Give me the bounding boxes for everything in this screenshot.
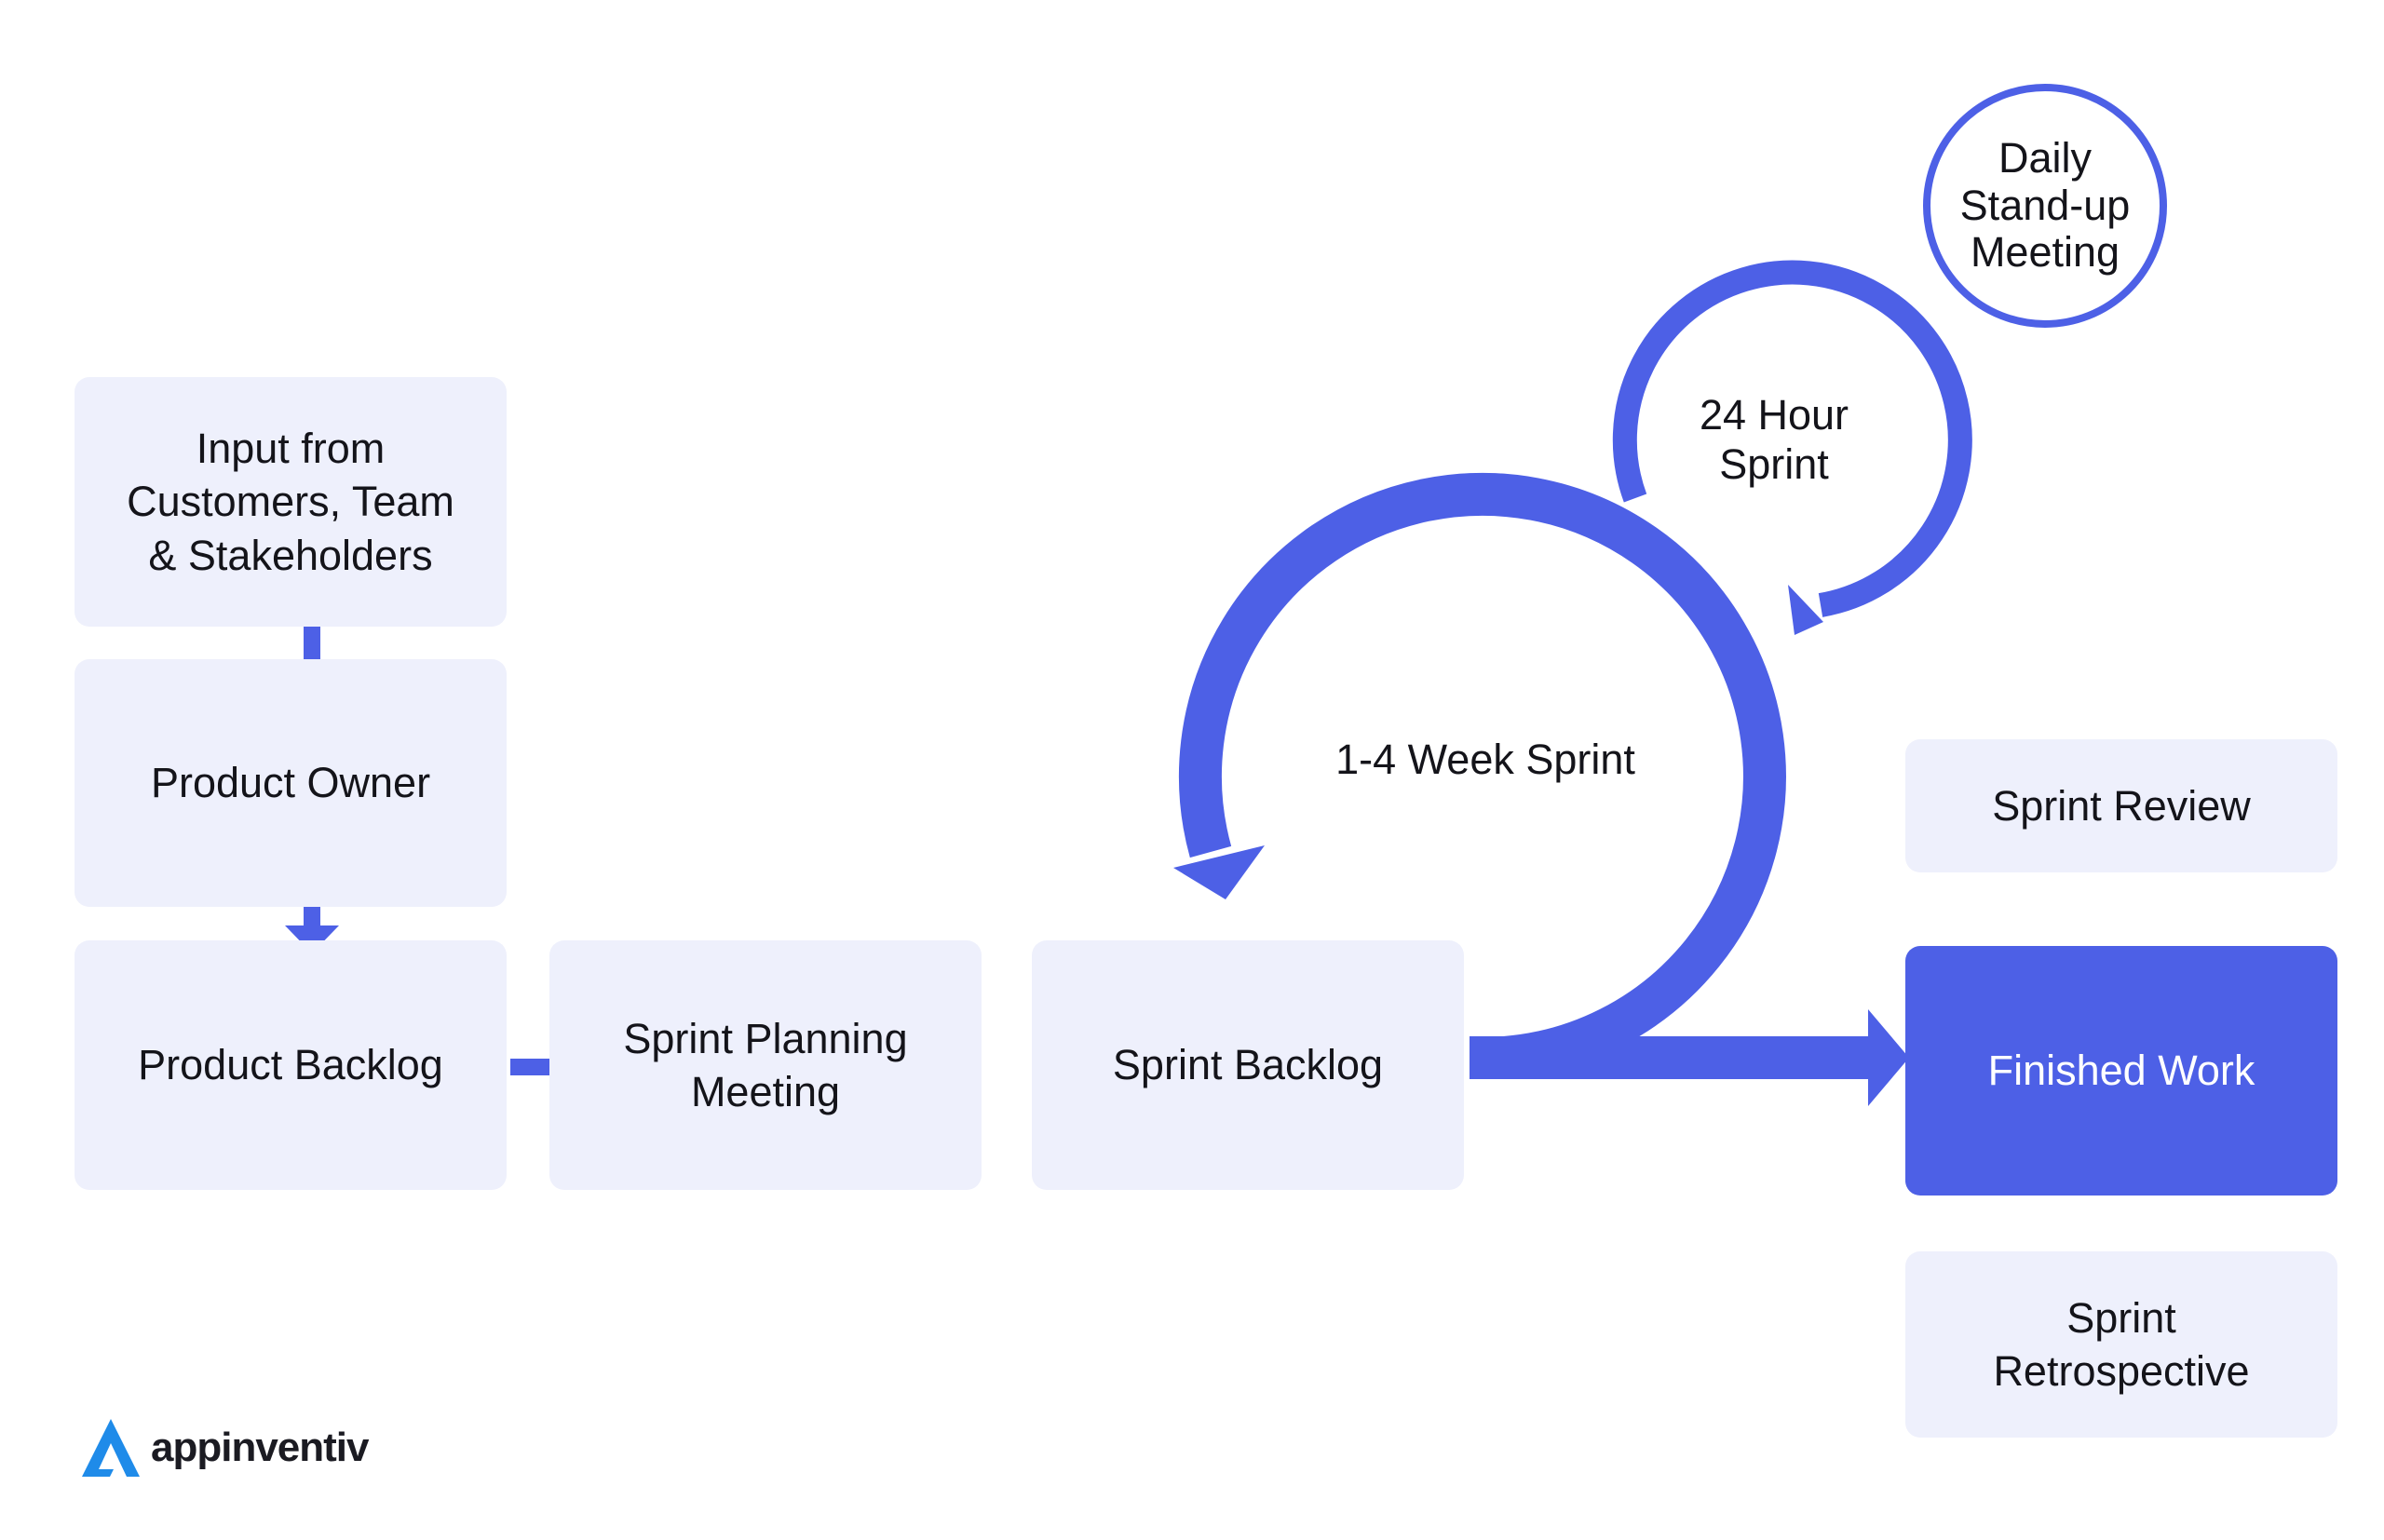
week-sprint-loop-arrow: [1173, 472, 1909, 1106]
appinventiv-logo-icon: [82, 1419, 140, 1477]
hour-sprint-label: 24 Hour Sprint: [1699, 391, 1849, 488]
daily-standup-circle: Daily Stand-up Meeting: [1923, 84, 2167, 328]
appinventiv-logo: appinventiv: [78, 1415, 369, 1480]
week-sprint-label: 1-4 Week Sprint: [1335, 736, 1635, 783]
node-sprint-backlog: Sprint Backlog: [1032, 940, 1464, 1190]
node-sprint-review-label: Sprint Review: [1992, 781, 2251, 830]
node-product-owner: Product Owner: [74, 659, 507, 907]
node-sprint-retrospective: Sprint Retrospective: [1905, 1251, 2337, 1438]
node-product-backlog-label: Product Backlog: [138, 1041, 443, 1089]
node-product-backlog: Product Backlog: [74, 940, 507, 1190]
node-sprint-backlog-label: Sprint Backlog: [1112, 1041, 1384, 1089]
node-finished-work-label: Finished Work: [1987, 1047, 2255, 1095]
node-sprint-planning: Sprint Planning Meeting: [549, 940, 982, 1190]
hour-sprint-loop-arrow: [1612, 260, 1972, 635]
daily-standup-label: Daily Stand-up Meeting: [1959, 134, 2131, 277]
node-finished-work: Finished Work: [1905, 946, 2337, 1196]
node-sprint-planning-label: Sprint Planning Meeting: [623, 1014, 908, 1115]
node-sprint-review: Sprint Review: [1905, 739, 2337, 872]
node-product-owner-label: Product Owner: [150, 759, 431, 807]
appinventiv-logo-text: appinventiv: [151, 1425, 369, 1470]
node-input-label: Input from Customers, Team & Stakeholder…: [127, 425, 454, 579]
node-input-stakeholders: Input from Customers, Team & Stakeholder…: [74, 377, 507, 627]
node-sprint-retrospective-label: Sprint Retrospective: [1993, 1293, 2250, 1395]
